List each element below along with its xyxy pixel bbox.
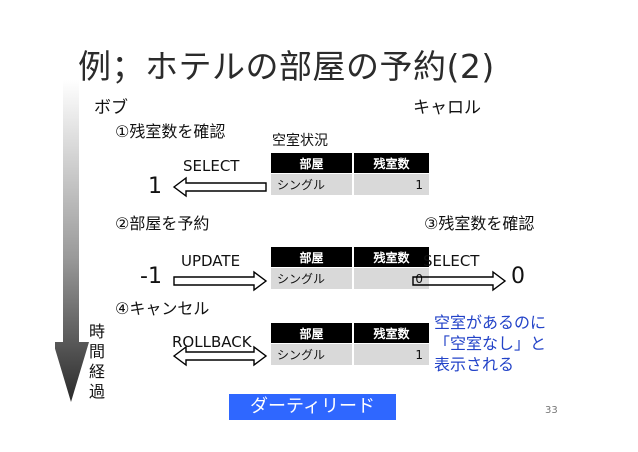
note-line-3: 表示される	[434, 355, 515, 374]
col-room-header: 部屋	[271, 323, 354, 344]
op-select-1: SELECT	[183, 157, 240, 175]
col-remaining-header: 残室数	[353, 323, 429, 344]
time-arrow-icon	[55, 80, 89, 402]
dirty-read-banner: ダーティリード	[229, 394, 396, 420]
arrow-right-icon	[412, 270, 507, 292]
remaining-cell: 0	[353, 267, 429, 289]
double-arrow-icon	[172, 345, 268, 367]
col-room-header: 部屋	[271, 153, 354, 174]
col-remaining-header: 残室数	[353, 153, 429, 174]
op-rollback: ROLLBACK	[172, 333, 252, 351]
step-1-label: ①残室数を確認	[115, 122, 226, 141]
room-status-label: 空室状況	[272, 133, 328, 149]
remaining-cell: 1	[353, 343, 429, 365]
note-text: 空室があるのに 「空室なし」と 表示される	[434, 312, 546, 375]
arrow-left-icon	[172, 176, 267, 198]
room-type-cell: シングル	[271, 267, 354, 289]
slide-title: 例；ホテルの部屋の予約(2)	[78, 47, 495, 86]
col-remaining-header: 残室数	[353, 247, 429, 268]
step-3-label: ③残室数を確認	[424, 214, 535, 233]
note-line-2: 「空室なし」と	[434, 334, 547, 353]
op-select-2: SELECT	[423, 252, 480, 270]
op-update: UPDATE	[181, 252, 241, 270]
remaining-cell: 1	[353, 173, 429, 195]
time-elapsed-label: 時間経過	[88, 322, 105, 401]
bob-value-2: -1	[140, 264, 162, 289]
note-line-1: 空室があるのに	[434, 313, 547, 332]
col-room-header: 部屋	[271, 247, 354, 268]
bob-value-1: 1	[148, 174, 162, 199]
step-4-label: ④キャンセル	[115, 299, 210, 318]
room-type-cell: シングル	[271, 173, 354, 195]
step-2-label: ②部屋を予約	[115, 214, 210, 233]
person-carol: キャロル	[413, 98, 481, 118]
arrow-right-icon	[173, 270, 268, 292]
room-type-cell: シングル	[271, 343, 354, 365]
carol-value: 0	[511, 264, 525, 289]
page-number: 33	[545, 405, 558, 416]
person-bob: ボブ	[94, 98, 128, 118]
